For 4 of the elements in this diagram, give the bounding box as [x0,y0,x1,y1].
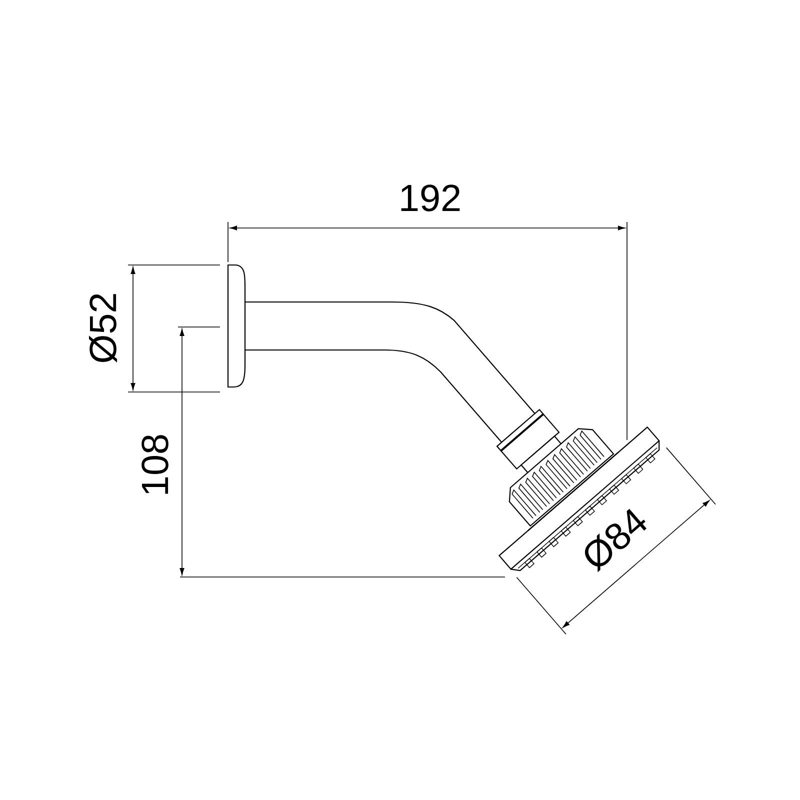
dimension-label: Ø52 [88,294,118,362]
dimension-label: 108 [142,435,168,494]
dimension-label: 192 [401,184,460,212]
dimension-label: Ø84 [584,508,646,572]
